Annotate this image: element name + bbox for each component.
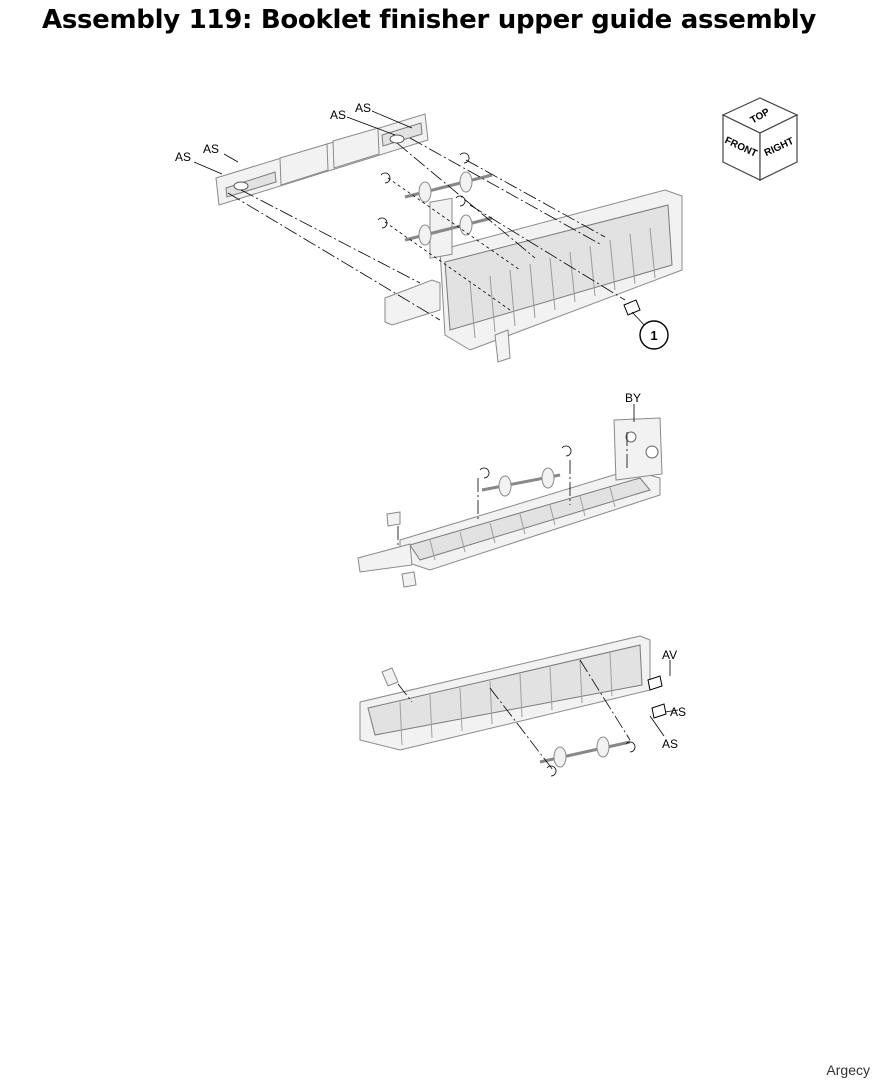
label-as-4: AS [355,101,371,115]
label-as-6: AS [662,737,678,751]
label-as-1: AS [175,150,191,164]
upper-view-exploded: AS AS AS AS 1 [175,101,683,363]
part-1-clip [623,299,641,316]
middle-view: BY [357,391,663,588]
label-by: BY [625,391,641,405]
label-as-5: AS [670,705,686,719]
orientation-cube: TOP FRONT RIGHT [721,97,799,181]
footer-brand: Argecy [826,1062,870,1078]
lower-view: AV AS AS [359,635,686,777]
label-as-2: AS [203,142,219,156]
side-plate-by [613,417,663,481]
label-as-3: AS [330,108,346,122]
callout-1-label: 1 [650,328,657,343]
page-title: Assembly 119: Booklet finisher upper gui… [42,5,817,35]
label-av: AV [662,648,677,662]
callout-1-circle [639,320,669,350]
